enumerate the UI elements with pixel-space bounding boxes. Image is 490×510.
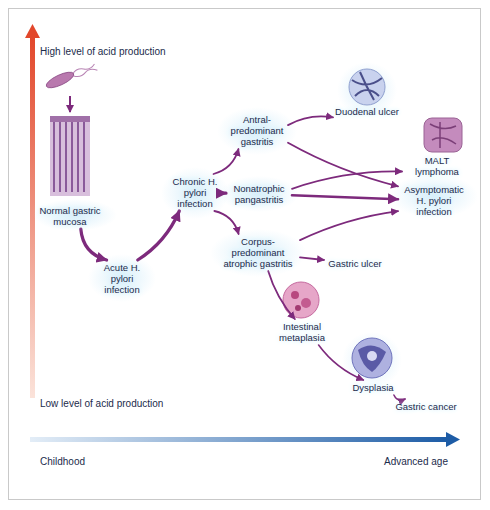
age-axis-head: [446, 432, 460, 447]
axis-label: Advanced age: [384, 456, 448, 467]
stage-label: Acute H. pylori infection: [98, 262, 146, 295]
axis-label: High level of acid production: [40, 46, 166, 57]
node-text: Asymptomatic H. pylori infection: [400, 184, 468, 217]
duodenal-ulcer-image: [349, 69, 385, 105]
progression-arrow: [268, 271, 295, 319]
progression-arrow: [292, 195, 398, 199]
progression-arrow: [300, 211, 398, 240]
age-axis: [30, 437, 448, 442]
gastritis-label: Antral-predominant gastritis: [228, 114, 286, 147]
outcome-label: MALT lymphoma: [404, 155, 470, 177]
progression-arrow: [222, 192, 226, 195]
progression-arrow: [138, 211, 180, 260]
progression-arrow: [319, 345, 364, 380]
progression-arrow: [394, 395, 405, 400]
outcome-label: Intestinal metaplasia: [262, 321, 342, 343]
acid-axis-head: [25, 24, 40, 38]
progression-arrow: [288, 116, 333, 125]
gastritis-label: Nonatrophic pangastritis: [228, 183, 290, 205]
node-text: Antral-predominant gastritis: [228, 114, 286, 147]
node-text: Gastric ulcer: [328, 258, 381, 269]
glow-spots: [33, 62, 478, 388]
node-text: Chronic H. pylori infection: [170, 176, 220, 209]
node-text: MALT lymphoma: [404, 155, 470, 177]
progression-arrow: [214, 211, 238, 234]
node-text: Duodenal ulcer: [335, 106, 399, 117]
node-text: Intestinal metaplasia: [262, 321, 342, 343]
progression-arrow: [81, 229, 107, 260]
frame: [9, 9, 481, 500]
node-text: Nonatrophic pangastritis: [228, 183, 290, 205]
outcome-label: Gastric ulcer: [326, 258, 384, 269]
malt-lymphoma-image: [424, 118, 462, 152]
node-text: Gastric cancer: [395, 401, 456, 412]
bacterium: [44, 59, 97, 92]
outcome-label: Asymptomatic H. pylori infection: [400, 184, 468, 217]
progression-arrow: [300, 257, 324, 260]
outcome-label: Duodenal ulcer: [335, 106, 399, 117]
node-text: Corpus-predominant atrophic gastritis: [218, 236, 298, 269]
progression-arrow: [292, 171, 402, 188]
infection-arrow: [69, 96, 71, 112]
node-text: Dysplasia: [352, 382, 393, 393]
mucosa-image: [50, 116, 90, 196]
progression-arrow: [288, 143, 398, 187]
axis-label: Low level of acid production: [40, 398, 163, 409]
node-text: Normal gastric mucosa: [32, 205, 108, 227]
axis-label: Childhood: [40, 456, 85, 467]
gastritis-label: Corpus-predominant atrophic gastritis: [218, 236, 298, 269]
node-text: Acute H. pylori infection: [98, 262, 146, 295]
progression-arrow: [214, 149, 239, 174]
stage-label: Chronic H. pylori infection: [170, 176, 220, 209]
mucosa-label: Normal gastric mucosa: [32, 205, 108, 227]
outcome-label: Dysplasia: [350, 382, 396, 393]
dysplasia-image: [352, 338, 392, 378]
outcome-label: Gastric cancer: [394, 401, 458, 412]
